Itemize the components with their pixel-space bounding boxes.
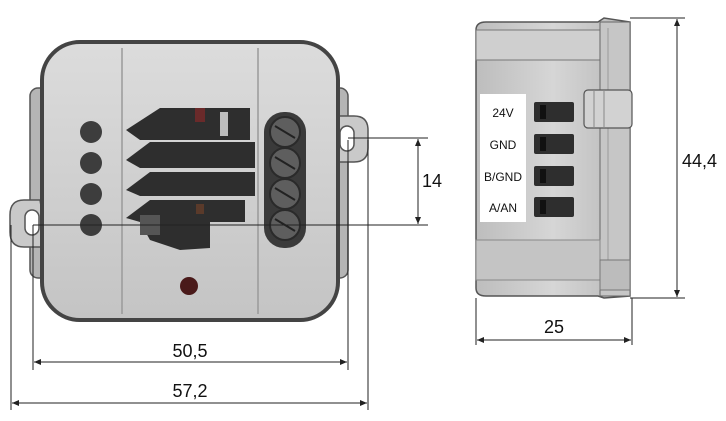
indicator-dot [80,121,102,143]
status-led [180,277,198,295]
left-mounting-slot [24,209,40,236]
front-view [9,40,369,322]
side-view: 24V GND B/GND A/AN [475,17,633,299]
terminal-label-panel [480,94,526,222]
side-terminals [534,102,574,217]
dim-outer-width: 57,2 [172,381,207,401]
indicator-dot [80,152,102,174]
terminal-label-gnd: GND [490,138,517,152]
terminal-label-a-an: A/AN [489,201,517,215]
dim-inner-width: 50,5 [172,341,207,361]
dim-mount-height: 14 [422,171,442,191]
side-dimensions: 25 44,4 [475,17,717,345]
front-dimensions: 50,5 57,2 14 [10,137,442,410]
terminal-label-24v: 24V [492,106,513,120]
terminal-label-b-gnd: B/GND [484,170,522,184]
indicator-dot [80,183,102,205]
dim-depth: 25 [544,317,564,337]
terminal-block-front [126,108,255,250]
dim-height: 44,4 [682,151,717,171]
